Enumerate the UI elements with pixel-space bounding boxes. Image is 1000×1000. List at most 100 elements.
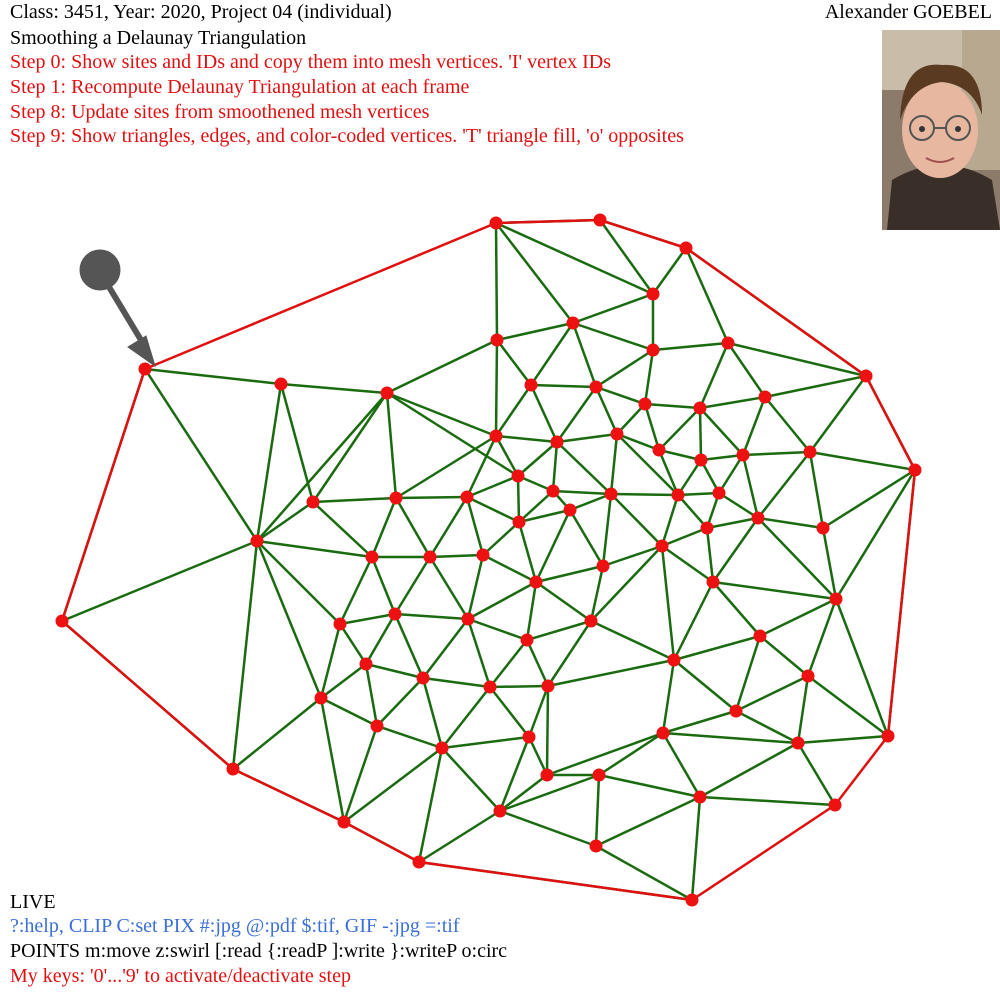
mesh-vertex[interactable] [520, 633, 534, 647]
mesh-vertex[interactable] [706, 575, 720, 589]
mesh-vertex[interactable] [306, 495, 320, 509]
mesh-vertex[interactable] [610, 427, 624, 441]
mesh-vertex[interactable] [274, 377, 288, 391]
mesh-vertex[interactable] [652, 443, 666, 457]
mesh-vertex[interactable] [693, 790, 707, 804]
mesh-vertex[interactable] [828, 798, 842, 812]
mesh-vertex[interactable] [138, 362, 152, 376]
mesh-vertex[interactable] [460, 490, 474, 504]
mesh-vertex[interactable] [522, 730, 536, 744]
mesh-vertex[interactable] [589, 380, 603, 394]
mesh-edge [644, 402, 701, 410]
mesh-vertex[interactable] [370, 719, 384, 733]
mesh-vertex[interactable] [314, 691, 328, 705]
mesh-edge [677, 494, 708, 529]
mesh-vertex[interactable] [671, 488, 685, 502]
mesh-vertex[interactable] [550, 435, 564, 449]
mesh-vertex[interactable] [540, 768, 554, 782]
mesh-vertex[interactable] [546, 484, 560, 498]
mesh-vertex[interactable] [859, 369, 873, 383]
mesh-vertex[interactable] [435, 741, 449, 755]
mesh-vertex[interactable] [566, 316, 580, 330]
mesh-vertex[interactable] [483, 680, 497, 694]
mesh-vertex[interactable] [908, 463, 922, 477]
mesh-vertex[interactable] [529, 575, 543, 589]
mesh-vertex[interactable] [655, 539, 669, 553]
mesh-vertex[interactable] [667, 653, 681, 667]
mesh-vertex[interactable] [389, 491, 403, 505]
mesh-vertex[interactable] [646, 343, 660, 357]
mesh-edge [376, 724, 443, 750]
mesh-vertex[interactable] [791, 736, 805, 750]
mesh-vertex[interactable] [461, 612, 475, 626]
mesh-edge [652, 341, 729, 352]
mesh-vertex[interactable] [489, 429, 503, 443]
mesh-edge [661, 544, 714, 584]
mesh-vertex[interactable] [337, 815, 351, 829]
mesh-edge [339, 612, 396, 626]
mesh-edge [494, 384, 533, 437]
mesh-vertex[interactable] [604, 487, 618, 501]
mesh-vertex[interactable] [694, 453, 708, 467]
mesh-vertex[interactable] [751, 511, 765, 525]
mesh-vertex[interactable] [359, 657, 373, 671]
mesh-edge [808, 451, 825, 529]
mesh-vertex[interactable] [700, 521, 714, 535]
mesh-vertex[interactable] [593, 213, 607, 227]
mesh-vertex[interactable] [712, 486, 726, 500]
mesh-vertex[interactable] [584, 614, 598, 628]
mesh-vertex[interactable] [388, 607, 402, 621]
mesh-vertex[interactable] [541, 679, 555, 693]
mesh-vertex[interactable] [656, 726, 670, 740]
mesh-vertex[interactable] [679, 241, 693, 255]
mesh-vertex[interactable] [250, 534, 264, 548]
mesh-vertices[interactable] [55, 213, 922, 907]
mesh-vertex[interactable] [524, 378, 538, 392]
mesh-edge [143, 368, 259, 542]
mesh-edge [518, 508, 571, 524]
mesh-vertex[interactable] [423, 550, 437, 564]
mesh-vertex[interactable] [563, 503, 577, 517]
mesh-vertex[interactable] [412, 855, 426, 869]
mesh-vertex[interactable] [638, 397, 652, 411]
mesh-vertex[interactable] [685, 893, 699, 907]
mesh-vertex[interactable] [646, 287, 660, 301]
mesh-edge [546, 731, 664, 777]
mesh-vertex[interactable] [596, 559, 610, 573]
mesh-vertex[interactable] [592, 768, 606, 782]
mesh-edge [365, 662, 424, 680]
mesh-vertex[interactable] [801, 669, 815, 683]
mesh-vertex[interactable] [490, 333, 504, 347]
mesh-vertex[interactable] [55, 614, 69, 628]
mesh-edge [494, 222, 499, 341]
mesh-vertex[interactable] [493, 804, 507, 818]
mesh-vertex[interactable] [758, 390, 772, 404]
mesh-vertex[interactable] [416, 671, 430, 685]
mesh-vertex[interactable] [476, 548, 490, 562]
mesh-vertex[interactable] [380, 386, 394, 400]
mesh-vertex[interactable] [721, 336, 735, 350]
mesh-vertex[interactable] [816, 521, 830, 535]
mesh-vertex[interactable] [226, 762, 240, 776]
mesh-vertex[interactable] [589, 839, 603, 853]
mesh-edge [482, 553, 537, 584]
mesh-vertex[interactable] [333, 617, 347, 631]
mesh-edge [319, 623, 342, 699]
mesh-edge [726, 342, 767, 398]
mesh-vertex[interactable] [736, 448, 750, 462]
mesh-vertex[interactable] [489, 216, 503, 230]
mesh-edge [662, 709, 737, 735]
mesh-vertex[interactable] [829, 592, 843, 606]
mesh-vertex[interactable] [753, 629, 767, 643]
mesh-vertex[interactable] [512, 515, 526, 529]
mesh-vertex[interactable] [365, 550, 379, 564]
mesh-vertex[interactable] [729, 704, 743, 718]
mesh-vertex[interactable] [881, 729, 895, 743]
pointer-pin-icon[interactable] [79, 249, 156, 368]
mesh-vertex[interactable] [693, 401, 707, 415]
mesh-edge [757, 451, 811, 519]
mesh-edge [610, 493, 663, 547]
mesh-vertex[interactable] [803, 445, 817, 459]
mesh-vertex[interactable] [511, 469, 525, 483]
